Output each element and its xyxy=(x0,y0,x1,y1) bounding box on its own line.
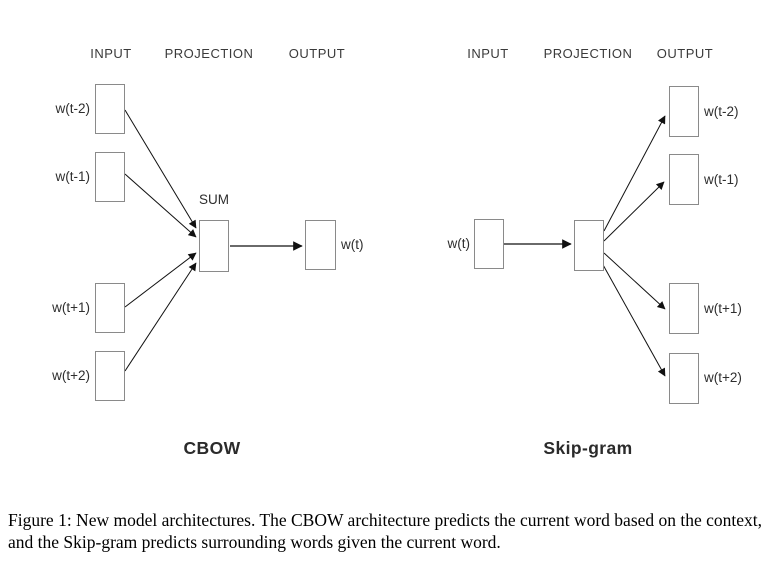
cbow-input-label-wt-plus1: w(t+1) xyxy=(52,300,90,315)
figure-caption: Figure 1: New model architectures. The C… xyxy=(8,510,763,552)
skipgram-output-box-wt-minus2 xyxy=(669,86,699,137)
cbow-arrow-wt-minus2-to-sum xyxy=(124,109,197,229)
skipgram-arrow-projection-to-wt-minus2 xyxy=(603,115,666,232)
cbow-arrow-wt-plus1-to-sum xyxy=(124,252,197,308)
skipgram-projection-box xyxy=(574,220,604,271)
skipgram-arrow-projection-to-wt-minus1 xyxy=(603,181,665,242)
skipgram-arrow-projection-to-wt-plus2 xyxy=(601,262,666,377)
cbow-input-label-wt-minus1: w(t-1) xyxy=(55,169,91,184)
skipgram-header-projection: PROJECTION xyxy=(543,46,633,61)
skipgram-output-box-wt-plus1 xyxy=(669,283,699,334)
cbow-arrow-wt-minus1-to-sum xyxy=(124,173,197,238)
cbow-input-box-wt-minus1 xyxy=(95,152,125,202)
cbow-sum-label: SUM xyxy=(199,192,229,207)
cbow-input-box-wt-plus2 xyxy=(95,351,125,401)
skipgram-header-output: OUTPUT xyxy=(656,46,714,61)
skipgram-arrow-projection-to-wt-plus1 xyxy=(603,252,666,310)
cbow-output-box xyxy=(305,220,336,270)
cbow-title: CBOW xyxy=(183,438,241,458)
cbow-input-box-wt-plus1 xyxy=(95,283,125,333)
skipgram-output-label-wt-plus2: w(t+2) xyxy=(704,370,742,385)
cbow-input-label-wt-minus2: w(t-2) xyxy=(55,101,91,116)
cbow-header-output: OUTPUT xyxy=(288,46,346,61)
skipgram-header-input: INPUT xyxy=(467,46,509,61)
cbow-header-projection: PROJECTION xyxy=(164,46,254,61)
skipgram-output-label-wt-plus1: w(t+1) xyxy=(704,301,742,316)
skipgram-output-label-wt-minus2: w(t-2) xyxy=(704,104,739,119)
cbow-projection-box xyxy=(199,220,229,272)
cbow-header-input: INPUT xyxy=(90,46,132,61)
skipgram-output-box-wt-plus2 xyxy=(669,353,699,404)
cbow-output-label: w(t) xyxy=(341,237,364,252)
cbow-input-label-wt-plus2: w(t+2) xyxy=(52,368,90,383)
skipgram-output-box-wt-minus1 xyxy=(669,154,699,205)
skipgram-input-label: w(t) xyxy=(447,236,471,251)
cbow-arrow-wt-plus2-to-sum xyxy=(124,262,197,372)
skipgram-input-box xyxy=(474,219,504,269)
skipgram-output-label-wt-minus1: w(t-1) xyxy=(704,172,739,187)
cbow-input-box-wt-minus2 xyxy=(95,84,125,134)
skipgram-title: Skip-gram xyxy=(543,438,633,458)
